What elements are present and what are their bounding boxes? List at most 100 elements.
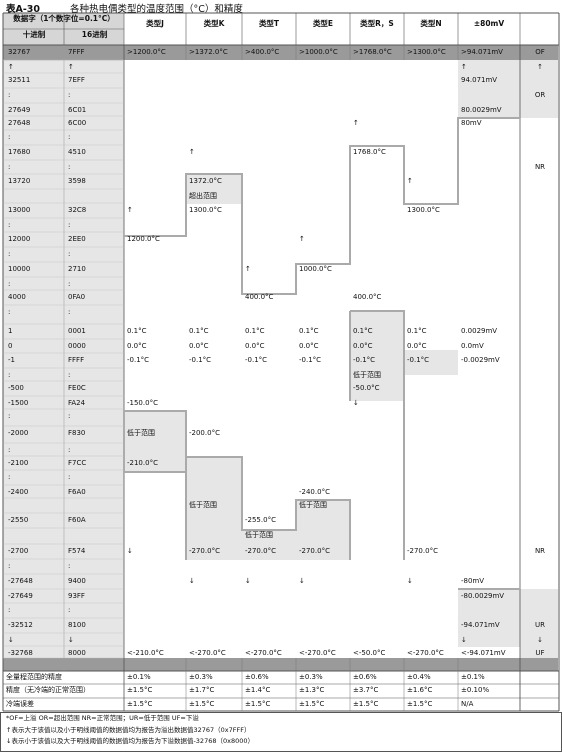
row-11-col-5: 1300.0°C [407, 206, 440, 214]
row-21-col-5: -0.1°C [407, 356, 430, 364]
row-36-col-2: ↓ [245, 577, 251, 585]
row-36-hex: 9400 [68, 577, 86, 585]
table-title: 各种热电偶类型的温度范围（°C）和精度 [70, 4, 243, 15]
row-15-dec: 10000 [8, 265, 31, 273]
footer-0-col-2: ±0.6% [245, 673, 269, 681]
row-17-dec: 4000 [8, 293, 26, 301]
row-20-col-1: 0.0°C [189, 342, 209, 350]
rs-lower-top [350, 310, 405, 350]
row-22-hex: : [68, 371, 71, 379]
typek-ur-shade [186, 457, 242, 560]
row-34-col-0: ↓ [127, 547, 133, 555]
row-38-hex: : [68, 606, 71, 614]
typek-or-shade [186, 174, 242, 204]
footer-1-col-4: ±3.7°C [353, 686, 379, 694]
row-0-col-5: >1300.0°C [407, 48, 446, 56]
row-26-hex: F830 [68, 429, 86, 437]
note-0: *OF=上溢 OR=超出范围 NR=正常范围；UR=低于范围 UF=下溢 [6, 714, 199, 722]
row-5-col-4: ↑ [353, 119, 359, 127]
row-26-col-0: 低于范围 [127, 429, 155, 437]
row-39-status: UR [535, 621, 545, 629]
row-24-dec: -1500 [8, 399, 29, 407]
row-2-hex: 7EFF [68, 76, 85, 84]
row-1-dec: ↑ [8, 63, 14, 71]
row-41-col-5: <-270.0°C [407, 649, 444, 657]
row-19-col-3: 0.1°C [299, 327, 319, 335]
row-6-hex: : [68, 133, 71, 141]
row-11-col-1: 1300.0°C [189, 206, 222, 214]
row-5-hex: 6C00 [68, 119, 87, 127]
row-31-col-3: 低于范围 [299, 501, 327, 509]
row-6-dec: : [8, 133, 11, 141]
row-12-dec: : [8, 221, 11, 229]
row-21-dec: -1 [8, 356, 15, 364]
row-13-hex: 2EE0 [68, 235, 86, 243]
footer-2-col-3: ±1.5°C [299, 700, 325, 708]
row-23-dec: -500 [8, 384, 24, 392]
row-24-hex: FA24 [68, 399, 86, 407]
note-2: ↓表示小于该值以及大于明线阈值的数据值均为报告为下溢数据值-32768（0x80… [6, 737, 254, 745]
row-33-col-2: 低于范围 [245, 531, 273, 539]
row-34-col-1: -270.0°C [189, 547, 220, 555]
row-21-hex: FFFF [68, 356, 85, 364]
row-8-dec: : [8, 163, 11, 171]
row-9-hex: 3598 [68, 177, 86, 185]
row-2-col-6: 94.071mV [461, 76, 498, 84]
footer-1-col-0: ±1.5°C [127, 686, 153, 694]
footer-1-col-6: ±0.10% [461, 686, 490, 694]
row-34-col-5: -270.0°C [407, 547, 438, 555]
row-36-col-3: ↓ [299, 577, 305, 585]
row-20-dec: 0 [8, 342, 13, 350]
row-20-col-4: 0.0°C [353, 342, 373, 350]
row-30-dec: -2400 [8, 488, 29, 496]
row-0-col-4: >1768.0°C [353, 48, 392, 56]
row-0-col-1: >1372.0°C [189, 48, 228, 56]
row-0-col-0: >1200.0°C [127, 48, 166, 56]
row-0-dec: 32767 [8, 48, 31, 56]
row-36-col-6: -80mV [461, 577, 485, 585]
upper-boundary [124, 117, 520, 295]
footer-0-col-4: ±0.6% [353, 673, 377, 681]
row-32-dec: -2550 [8, 516, 29, 524]
row-37-dec: -27649 [8, 592, 33, 600]
row-3-status: OR [534, 91, 546, 99]
footer-0-col-5: ±0.4% [407, 673, 431, 681]
row-13-dec: 12000 [8, 235, 31, 243]
row-39-hex: 8100 [68, 621, 86, 629]
header-group-label: 数据字（1个数字位=0.1°C） [13, 14, 115, 23]
note-1: ↑表示大于该值以及小于明线阈值的数据值均为报告为溢出数据值32767（0x7FF… [6, 726, 251, 734]
row-5-col-6: 80mV [461, 119, 482, 127]
row-17-hex: 0FA0 [68, 293, 86, 301]
row-1-col-6: ↑ [461, 63, 467, 71]
row-21-col-0: -0.1°C [127, 356, 150, 364]
row-19-hex: 0001 [68, 327, 86, 335]
row-20-col-6: 0.0mV [461, 342, 484, 350]
header-col-6: ±80mV [473, 19, 505, 28]
row-22-dec: : [8, 371, 11, 379]
row-20-hex: 0000 [68, 342, 86, 350]
row-21-col-1: -0.1°C [189, 356, 212, 364]
row-15-hex: 2710 [68, 265, 86, 273]
row-31-hex [68, 501, 123, 511]
mv-ur-shade [458, 589, 520, 647]
footer-2-col-2: ±1.5°C [245, 700, 271, 708]
header-col-3: 类型E [312, 19, 334, 28]
row-33-hex [68, 531, 123, 541]
footer-0-col-0: ±0.1% [127, 673, 151, 681]
row-33-dec [8, 531, 63, 541]
row-27-hex: : [68, 446, 71, 454]
notes-box [0, 712, 562, 752]
row-14-dec: : [8, 250, 11, 258]
footer-0-col-6: ±0.1% [461, 673, 485, 681]
row-19-col-2: 0.1°C [245, 327, 265, 335]
row-39-col-6: -94.071mV [461, 621, 500, 629]
row-20-col-5: 0.0°C [407, 342, 427, 350]
row-37-hex: 93FF [68, 592, 85, 600]
row-20-col-3: 0.0°C [299, 342, 319, 350]
footer-2-col-0: ±1.5°C [127, 700, 153, 708]
row-26-dec: -2000 [8, 429, 29, 437]
row-8-status: NR [534, 163, 546, 171]
row-30-hex: F6A0 [68, 488, 86, 496]
header-col-5: 类型N [420, 19, 442, 28]
